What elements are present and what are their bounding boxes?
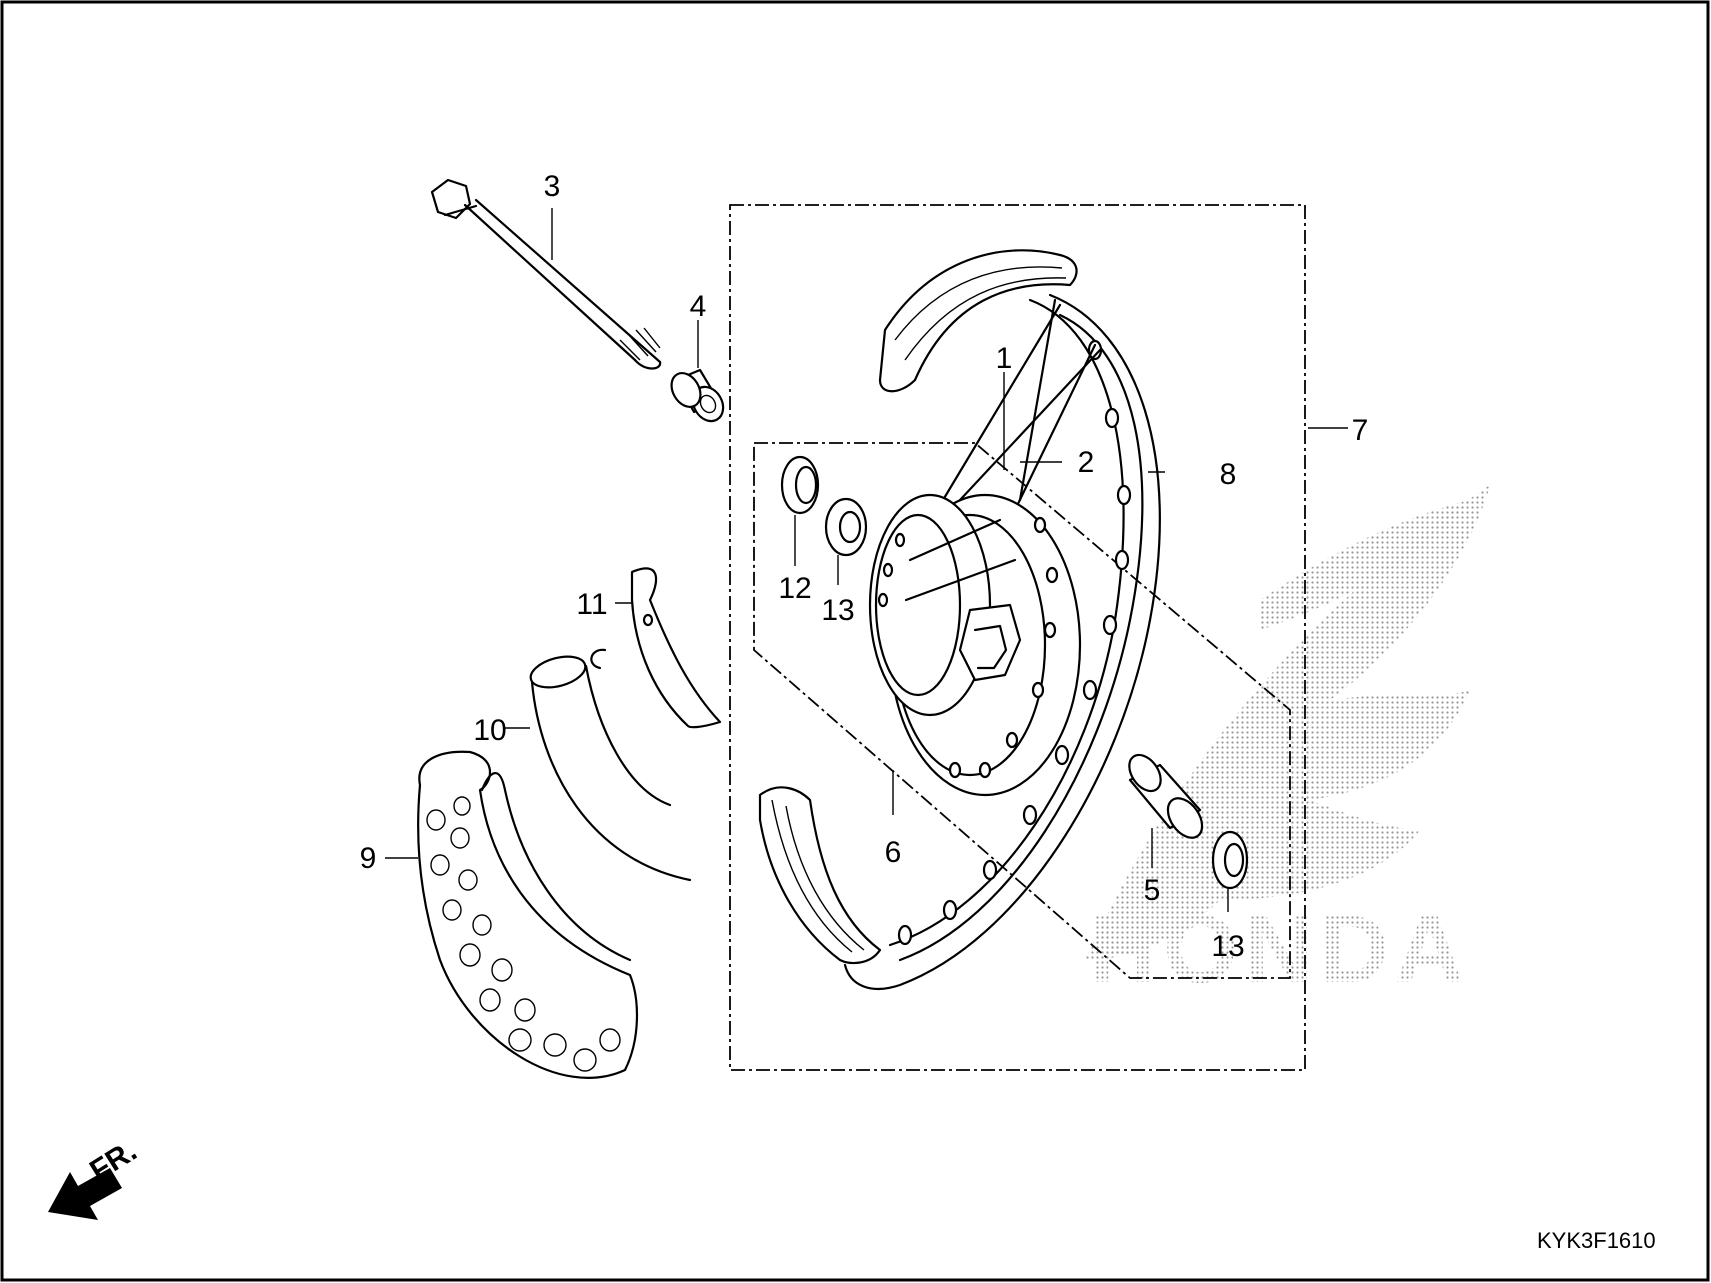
distance-collar xyxy=(1128,753,1204,839)
inner-tube xyxy=(529,648,692,882)
spokes xyxy=(938,298,1102,512)
callout-8: 8 xyxy=(1220,458,1237,491)
dust-seal xyxy=(780,455,820,515)
callout-13-upper: 13 xyxy=(821,594,854,627)
wheel-hub xyxy=(868,493,1082,797)
bearing-upper xyxy=(824,497,868,557)
callout-2: 2 xyxy=(1078,446,1095,479)
wheel-rim xyxy=(758,249,1161,990)
callouts: 3 4 1 2 8 7 11 10 9 12 13 6 5 13 xyxy=(360,170,1369,963)
front-direction-arrow: FR. xyxy=(48,1134,143,1220)
callout-4: 4 xyxy=(690,290,707,323)
callout-6: 6 xyxy=(885,836,902,869)
tire xyxy=(417,750,639,1079)
axle-spacer xyxy=(670,368,725,423)
axle-bolt xyxy=(430,178,662,370)
callout-12: 12 xyxy=(778,572,811,605)
callout-13-lower: 13 xyxy=(1211,930,1244,963)
callout-11: 11 xyxy=(576,588,607,621)
rim-band xyxy=(630,567,722,729)
bearing-lower xyxy=(1211,830,1249,890)
callout-9: 9 xyxy=(360,842,377,875)
callout-1: 1 xyxy=(996,342,1013,375)
callout-5: 5 xyxy=(1144,874,1161,907)
drawing-code: KYK3F1610 xyxy=(1537,1228,1656,1253)
watermark-text: HONDA xyxy=(1088,896,1470,1003)
wheel-assembly-box xyxy=(729,204,1306,1071)
honda-wing-watermark: HONDA xyxy=(1085,485,1490,1003)
callout-3: 3 xyxy=(544,170,561,203)
callout-7: 7 xyxy=(1352,414,1369,447)
leader-lines xyxy=(385,208,1348,912)
hub-assembly-box xyxy=(753,442,1291,979)
callout-10: 10 xyxy=(473,714,506,747)
